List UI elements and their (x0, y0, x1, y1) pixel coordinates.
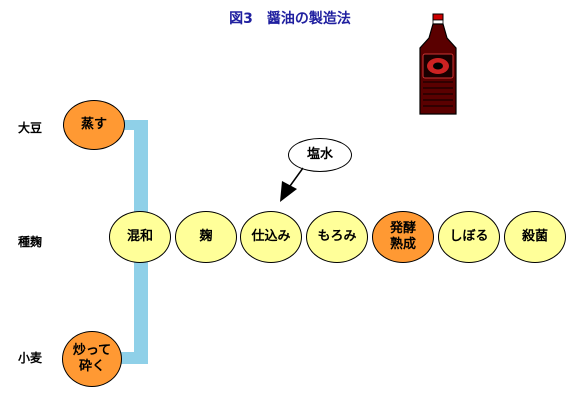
prep-roast-crush-node: 炒って 砕く (62, 331, 122, 387)
step-mix-node: 混和 (109, 211, 171, 263)
ingredient-koji-seed: 種麹 (18, 235, 43, 249)
step-fermentation-label: 発酵 熟成 (389, 220, 416, 252)
soy-sauce-bottle-icon (419, 13, 457, 115)
step-moromi-node: もろみ (306, 211, 368, 263)
step-sterilize-label: 殺菌 (521, 228, 548, 244)
step-press-node: しぼる (438, 211, 500, 263)
ingredient-soybean: 大豆 (18, 121, 43, 135)
salt-water-arrow-head (280, 181, 297, 202)
salt-water-node: 塩水 (288, 138, 352, 172)
ingredient-wheat: 小麦 (18, 351, 43, 365)
salt-water-label: 塩水 (306, 146, 333, 162)
connector-wheat-horizontal (120, 352, 148, 364)
step-shikomi-node: 仕込み (240, 211, 302, 263)
step-mix-label: 混和 (126, 228, 153, 244)
step-shikomi-label: 仕込み (251, 228, 291, 244)
prep-roast-crush-label: 炒って 砕く (72, 342, 112, 374)
salt-water-arrow-line (289, 167, 304, 187)
step-koji-node: 麹 (175, 211, 237, 263)
page-title: 図3 醤油の製造法 (229, 11, 351, 27)
step-sterilize-node: 殺菌 (504, 211, 566, 263)
prep-steam-label: 蒸す (80, 116, 107, 132)
step-press-label: しぼる (449, 228, 489, 244)
step-koji-label: 麹 (199, 228, 213, 244)
prep-steam-node: 蒸す (63, 100, 125, 150)
step-moromi-label: もろみ (317, 228, 357, 244)
step-fermentation-node: 発酵 熟成 (372, 211, 434, 263)
